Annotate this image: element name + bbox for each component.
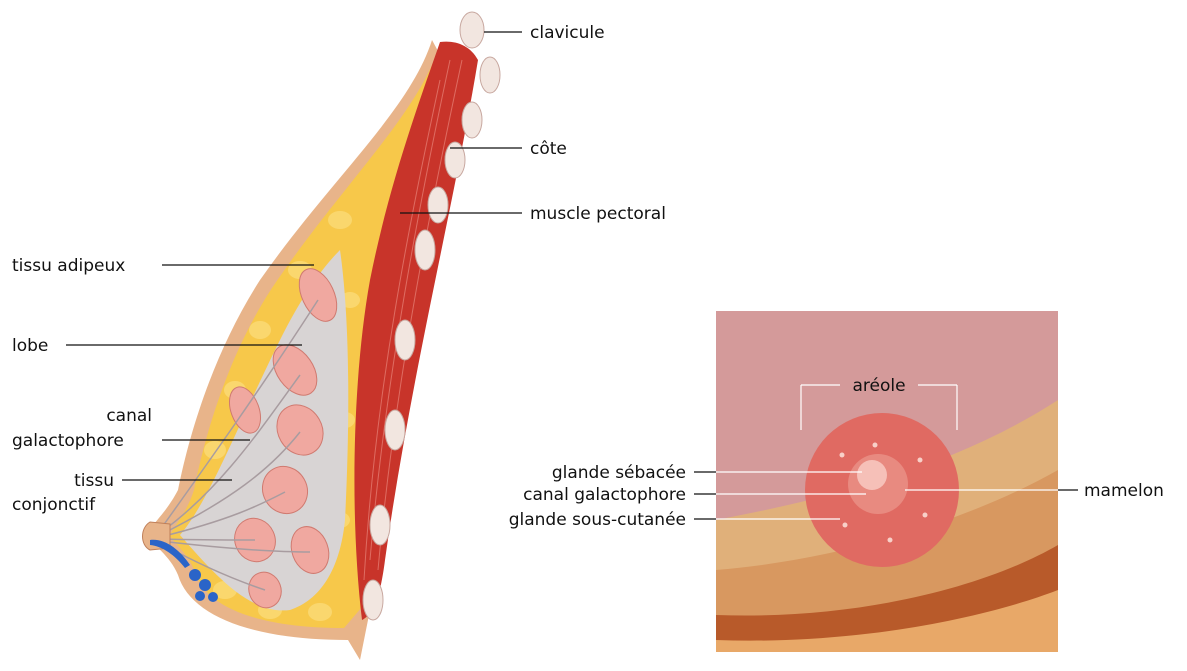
label-mamelon: mamelon <box>1084 481 1164 501</box>
label-tissu-line2: conjonctif <box>12 495 96 515</box>
label-areole: aréole <box>852 376 905 396</box>
label-canal-line2: galactophore <box>12 431 124 451</box>
label-glande-sous-cutanee: glande sous-cutanée <box>509 510 686 530</box>
label-canal-line1: canal <box>106 406 152 426</box>
label-canal-galactophore: canal galactophore <box>523 485 686 505</box>
label-tissu-line1: tissu <box>74 471 114 491</box>
areola-detail <box>716 311 1058 652</box>
nipple-highlight <box>857 460 887 490</box>
label-glande-sebacee: glande sébacée <box>552 463 686 483</box>
label-clavicule: clavicule <box>530 23 605 43</box>
label-tissu-adipeux: tissu adipeux <box>12 256 125 276</box>
label-cote: côte <box>530 139 567 159</box>
label-lobe: lobe <box>12 336 48 356</box>
label-muscle-pectoral: muscle pectoral <box>530 204 666 224</box>
breast-cross-section <box>143 12 501 660</box>
